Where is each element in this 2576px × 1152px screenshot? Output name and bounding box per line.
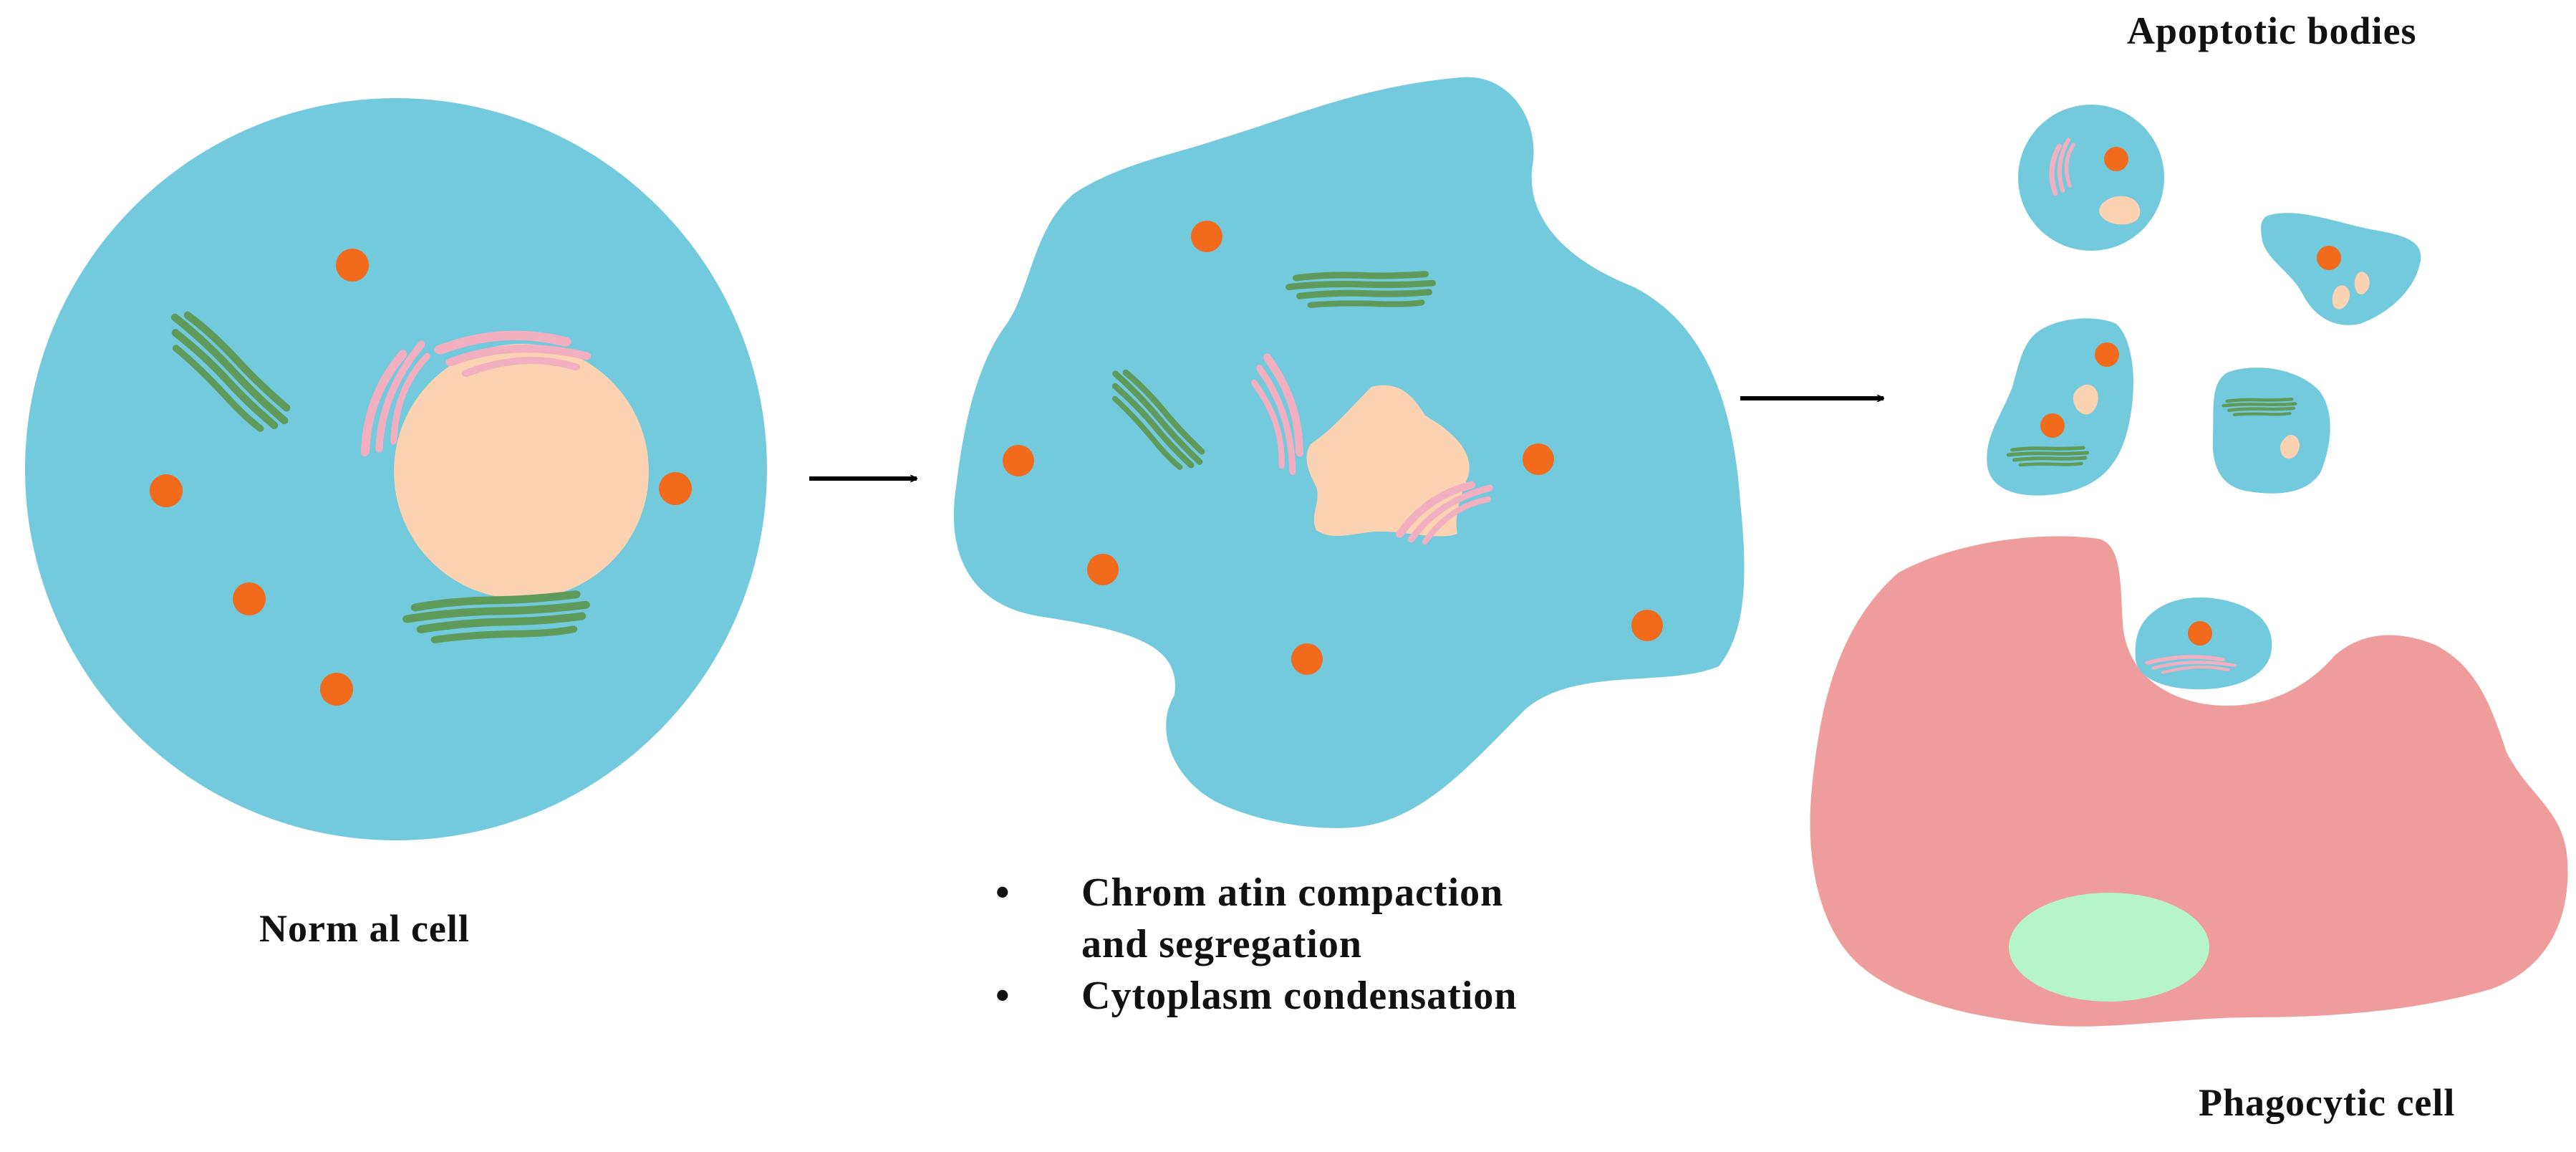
normal-cell — [25, 98, 767, 840]
phagocytic-cell-label: Phagocytic cell — [2199, 1081, 2456, 1124]
apoptotic-body — [2018, 105, 2164, 251]
mitochondrion-icon — [2104, 147, 2128, 171]
condensing-cell — [953, 77, 1745, 828]
feature-item: • Chrom atin compaction and segregation — [988, 867, 1518, 970]
condensing-cell-nucleus — [1306, 385, 1470, 537]
feature-item: • Cytoplasm condensation — [988, 970, 1518, 1022]
condensation-features-list: • Chrom atin compaction and segregation … — [988, 867, 1518, 1022]
mitochondrion-icon — [2095, 342, 2119, 367]
mitochondrion-icon — [1631, 610, 1663, 641]
mitochondrion-icon — [1523, 443, 1554, 475]
apoptotic-body — [2261, 213, 2421, 325]
apoptotic-body — [2212, 368, 2330, 494]
phagocytic-cell-cytoplasm — [1810, 536, 2568, 1027]
apoptotic-body — [1987, 318, 2133, 496]
bullet-icon: • — [995, 974, 1010, 1018]
phagocytic-cell — [1810, 536, 2568, 1027]
apoptotic-bodies — [1987, 105, 2421, 496]
mitochondrion-icon — [336, 249, 369, 282]
mitochondrion-icon — [1291, 643, 1323, 675]
phagocytic-cell-nucleus — [2009, 893, 2209, 1002]
mitochondrion-icon — [659, 472, 692, 505]
mitochondrion-icon — [233, 582, 266, 615]
feature-line: Cytoplasm condensation — [1081, 974, 1518, 1018]
feature-line: Chrom atin compaction — [1081, 870, 1504, 915]
bullet-icon: • — [995, 870, 1010, 915]
engulfed-apoptotic-body — [2135, 597, 2272, 690]
mitochondrion-icon — [2317, 246, 2341, 270]
normal-cell-label: Norm al cell — [259, 907, 470, 950]
mitochondrion-icon — [1003, 445, 1034, 476]
mitochondrion-icon — [2188, 621, 2212, 645]
mitochondrion-icon — [150, 474, 183, 507]
mitochondrion-icon — [320, 673, 353, 706]
feature-line: and segregation — [1081, 922, 1362, 966]
mitochondrion-icon — [1191, 221, 1222, 252]
normal-cell-nucleus — [394, 344, 649, 599]
mitochondrion-icon — [2040, 413, 2065, 438]
apoptotic-bodies-label: Apoptotic bodies — [2127, 9, 2417, 52]
mitochondrion-icon — [1087, 554, 1119, 585]
